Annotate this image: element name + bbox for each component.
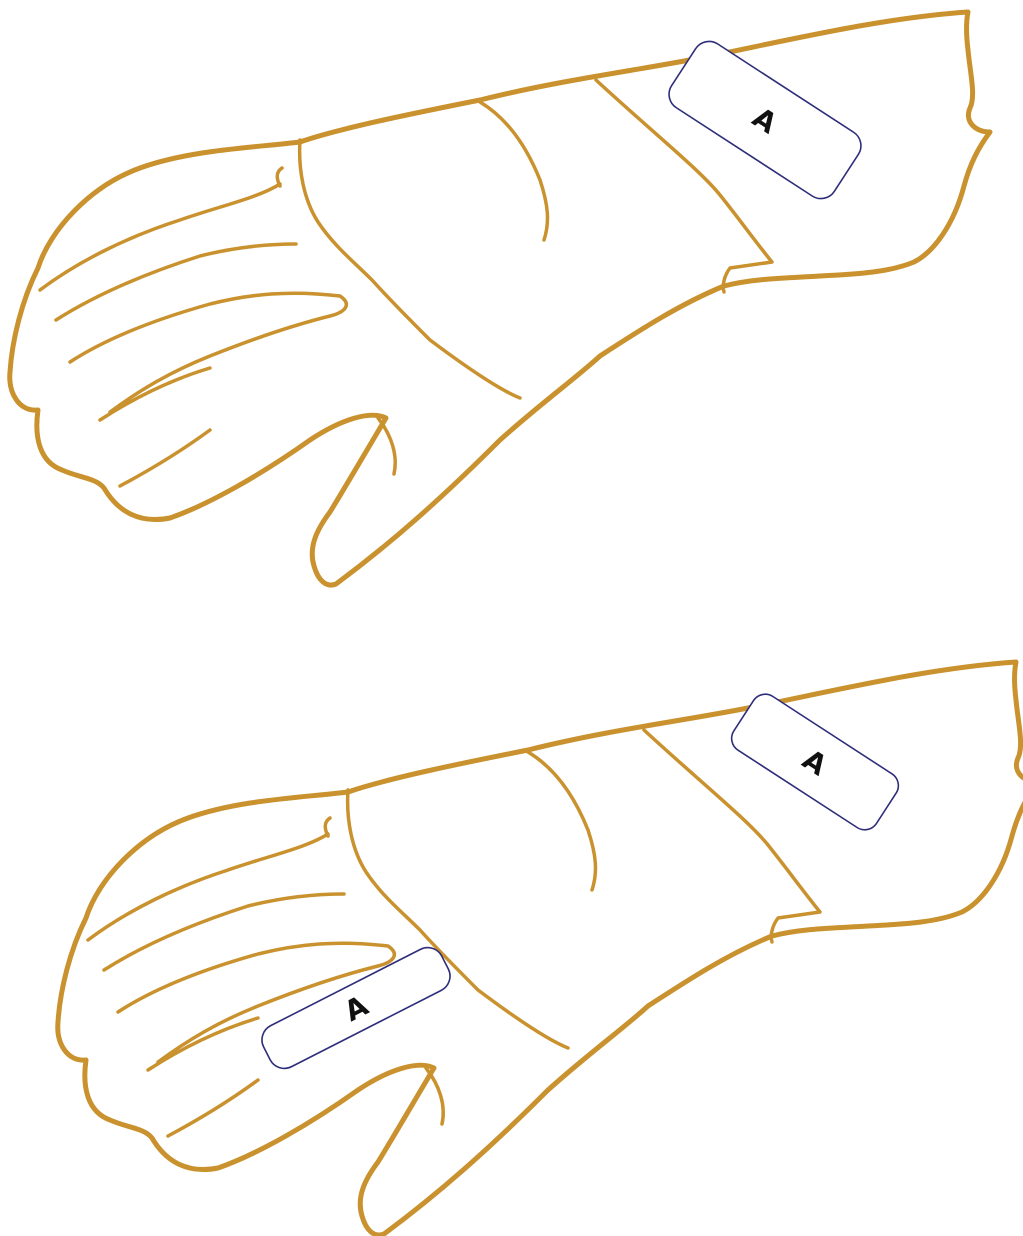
glove-top-cuff-patch: A xyxy=(663,35,867,204)
glove-bottom xyxy=(58,662,1023,1235)
glove-bottom-finger-patch: A xyxy=(256,942,455,1074)
glove-bottom-cuff-patch: A xyxy=(726,689,903,835)
glove-top-outline xyxy=(10,12,990,585)
glove-top: A xyxy=(10,12,990,585)
glove-bottom-outline xyxy=(58,662,1023,1235)
